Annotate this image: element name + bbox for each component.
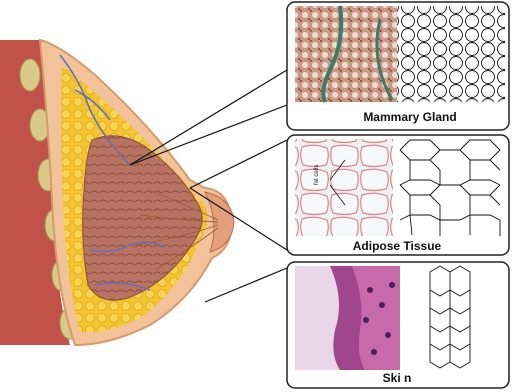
mammary-lattice-model — [397, 6, 505, 102]
skin-micrograph — [295, 266, 400, 370]
skin-title: Ski n — [383, 371, 412, 385]
breast-cross-section — [0, 40, 234, 345]
mammary-gland-panel: Mammary Gland — [287, 2, 509, 130]
adipose-tissue-title: Adipose Tissue — [353, 239, 442, 253]
adipose-micrograph — [295, 139, 393, 236]
skin-panel: Ski n — [287, 262, 509, 388]
mammary-gland-title: Mammary Gland — [363, 110, 456, 124]
mammary-micrograph — [295, 6, 397, 102]
adipose-tissue-panel: fat cells Adipose Tissue — [287, 135, 509, 255]
fat-cells-label: fat cells — [314, 165, 320, 185]
